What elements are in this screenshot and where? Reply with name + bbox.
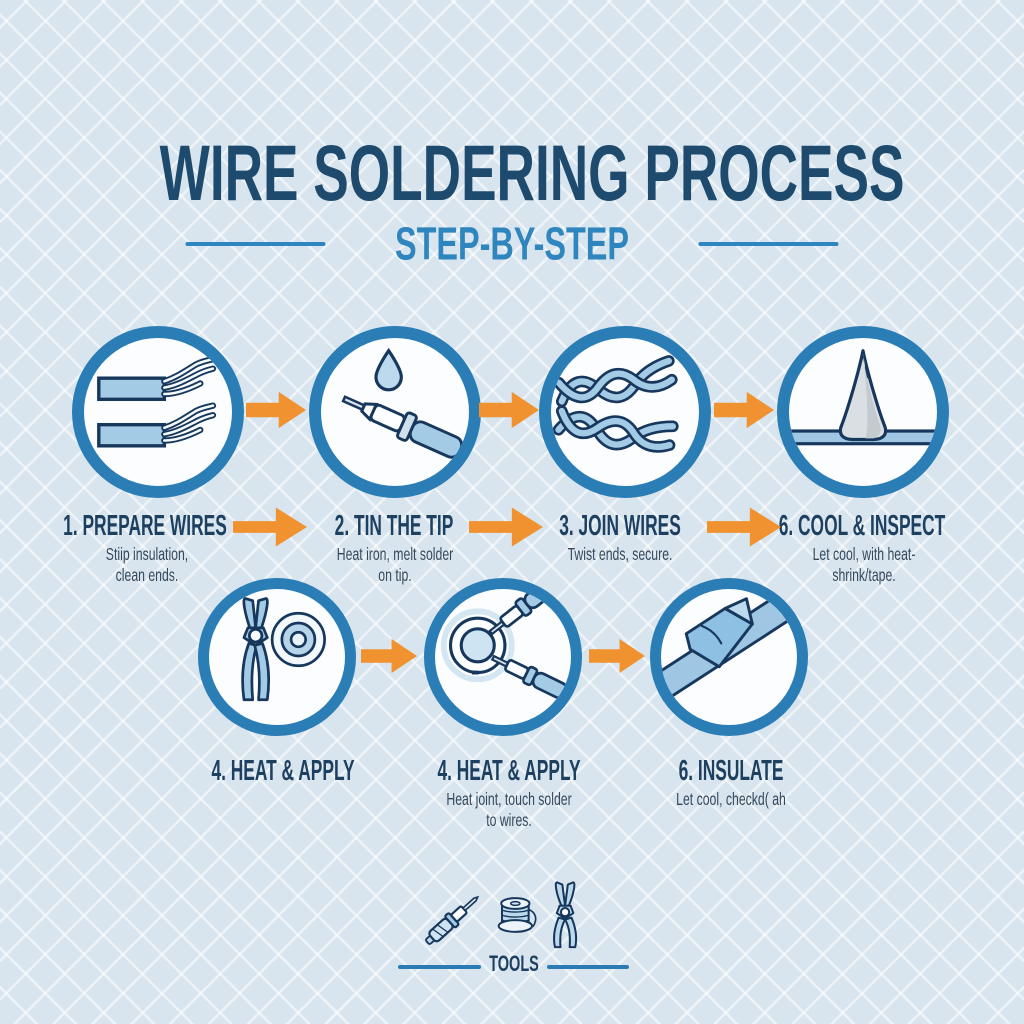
step-4-circle bbox=[777, 326, 949, 498]
arrow-icon bbox=[589, 636, 645, 676]
step-3-label: 3. JOIN WIRES bbox=[559, 509, 681, 542]
step-3-circle bbox=[539, 326, 711, 498]
step-1-circle bbox=[72, 326, 244, 498]
solder-coil-with-irons-icon bbox=[440, 589, 569, 700]
soldering-iron-icon bbox=[423, 885, 487, 949]
pliers-and-solder-spool-icon bbox=[241, 597, 326, 702]
subtitle-right-line bbox=[698, 241, 839, 246]
arrow-icon bbox=[469, 504, 543, 550]
step-6-circle bbox=[424, 578, 582, 736]
soldering-iron-droplet-icon bbox=[341, 347, 464, 459]
arrow-icon bbox=[361, 636, 417, 676]
solder-joint-cone-icon bbox=[789, 349, 937, 446]
solder-spool-icon bbox=[492, 891, 542, 941]
step-7-circle bbox=[650, 578, 808, 736]
arrow-icon bbox=[714, 389, 774, 431]
step-6-label: 4. HEAT & APPLY bbox=[437, 754, 581, 787]
pliers-icon bbox=[543, 877, 589, 951]
step-4-desc: Let cool, with heat-shrink/tape. bbox=[812, 544, 916, 586]
tools-left-line bbox=[398, 965, 481, 969]
arrow-icon bbox=[246, 389, 306, 431]
step-2-label: 2. TIN THE TIP bbox=[334, 509, 454, 542]
tools-label: TOOLS bbox=[489, 951, 539, 976]
step-5-label: 4. HEAT & APPLY bbox=[211, 754, 355, 787]
stripped-wires-icon bbox=[97, 355, 217, 448]
twisted-wires-icon bbox=[552, 355, 679, 453]
arrow-icon bbox=[479, 389, 539, 431]
step-1-desc: Stiip insulation, clean ends. bbox=[105, 544, 189, 586]
page-title: WIRE SOLDERING PROCESS bbox=[159, 129, 905, 218]
arrow-icon bbox=[233, 504, 307, 550]
step-1-label: 1. PREPARE WIRES bbox=[63, 509, 227, 542]
arrow-icon bbox=[707, 504, 781, 550]
step-2-circle bbox=[309, 326, 481, 498]
tools-right-line bbox=[547, 965, 629, 969]
step-4-label: 6. COOL & INSPECT bbox=[778, 509, 946, 542]
step-2-desc: Heat iron, melt solder on tip. bbox=[336, 544, 454, 586]
page-subtitle: STEP-BY-STEP bbox=[394, 217, 630, 270]
subtitle-row: STEP-BY-STEP bbox=[185, 217, 839, 270]
step-6-desc: Heat joint, touch solder to wires. bbox=[446, 789, 572, 831]
step-7-label: 6. INSULATE bbox=[678, 754, 784, 787]
step-7-desc: Let cool, checkd( ah bbox=[676, 789, 786, 809]
subtitle-left-line bbox=[185, 241, 326, 246]
step-3-desc: Twist ends, secure. bbox=[567, 544, 673, 564]
step-5-circle bbox=[198, 578, 356, 736]
taped-wire-icon bbox=[661, 589, 797, 711]
